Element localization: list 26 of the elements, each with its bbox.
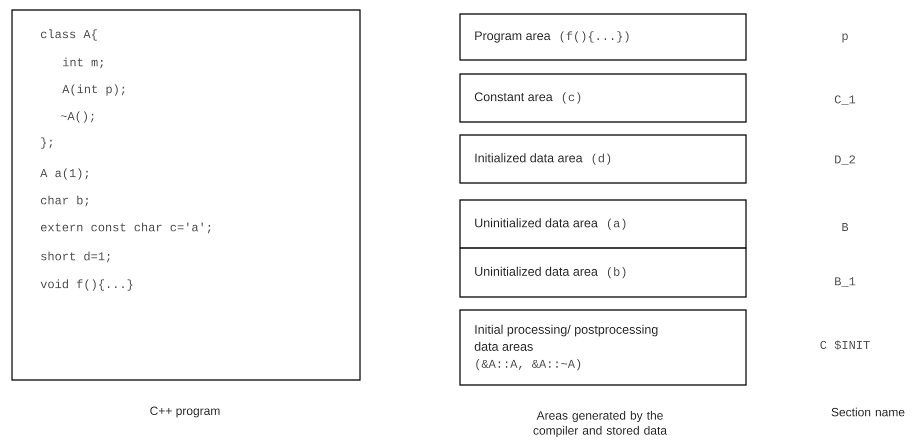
column-caption: Areas generated by the compiler and stored data bbox=[533, 410, 667, 438]
section-name: B_1 bbox=[835, 277, 856, 287]
area-box: Uninitialized data area (a) bbox=[459, 199, 747, 249]
code-line: char b; bbox=[40, 196, 88, 206]
column-caption: Section name bbox=[832, 408, 904, 416]
section-name: B bbox=[842, 223, 848, 231]
area-box: Initial processing/ postprocessing data areas (&A::A, &A::~A) bbox=[459, 309, 747, 386]
area-box: Uninitialized data area (b) bbox=[459, 247, 747, 298]
section-name: C_1 bbox=[834, 95, 856, 105]
node-label: C++ program bbox=[150, 406, 220, 418]
code-box bbox=[11, 9, 361, 381]
code-line: int m; bbox=[63, 58, 103, 68]
code-line: class A{ bbox=[40, 29, 97, 41]
section-name: D_2 bbox=[835, 155, 855, 165]
code-line: }; bbox=[41, 137, 52, 149]
section-name: C $INIT bbox=[820, 340, 870, 350]
area-box: Initialized data area (d) bbox=[459, 134, 747, 184]
section-name: p bbox=[842, 34, 848, 42]
code-line: extern const char c='a'; bbox=[41, 222, 210, 234]
area-box: Program area (f(){...}) bbox=[459, 13, 747, 61]
code-line: A(int p); bbox=[62, 84, 124, 96]
code-line: A a(1); bbox=[40, 168, 88, 180]
code-line: void f(){...} bbox=[40, 279, 132, 291]
code-line: ~A(); bbox=[60, 111, 94, 123]
area-box: Constant area (c) bbox=[459, 73, 747, 123]
code-line: short d=1; bbox=[41, 252, 110, 262]
